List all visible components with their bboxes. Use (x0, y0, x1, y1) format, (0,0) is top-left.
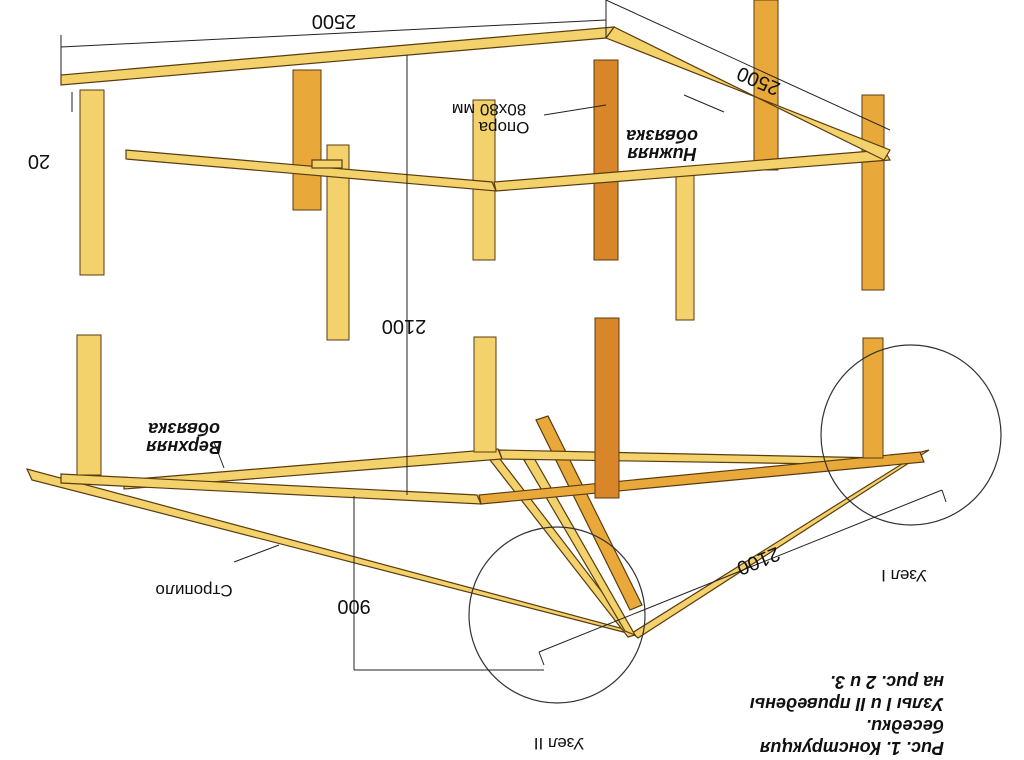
node2-circle (468, 526, 646, 704)
lower-beam-front (60, 26, 616, 86)
post-front-left-lower (862, 337, 884, 459)
upper-beam-front (478, 451, 925, 505)
dim-beam: 20 (28, 150, 50, 172)
label-support-line2: 80x80 мм (452, 100, 526, 119)
leader-lines (213, 94, 725, 563)
dim-rise: 900 (337, 595, 370, 617)
post-mid-left-upper (753, 0, 779, 171)
dim-height: 2100 (382, 315, 427, 337)
label-node2: Узел II (534, 734, 584, 753)
dim-ext-rafter-1 (941, 489, 947, 503)
label-node1: Узел I (881, 566, 927, 585)
dim-rafter-len: 2100 (733, 542, 783, 579)
lower-beam-inner-bar (311, 159, 343, 169)
dim-line-width (60, 19, 607, 48)
dim-line-rafter (538, 489, 943, 653)
leader-rafter (233, 544, 280, 563)
posts-upper (79, 0, 885, 341)
rafter-diagonal (523, 457, 637, 637)
post-right-mid-upper (326, 144, 350, 341)
label-upper-line2: обвязка (148, 419, 220, 439)
caption-line3: Узлы I и II приведены (749, 694, 944, 714)
post-front-right-upper (79, 89, 105, 276)
posts-lower (76, 317, 884, 499)
post-back-lower (473, 336, 497, 453)
label-upper-line1: Верхняя (146, 437, 222, 457)
leader-lower (683, 94, 725, 113)
lower-ring-beam (60, 26, 892, 192)
upper-beam-right (60, 473, 482, 505)
node1-circle (820, 344, 1002, 526)
post-right-upper (292, 69, 322, 211)
post-middle-lower (594, 317, 620, 499)
dim-width-top: 2500 (312, 10, 357, 32)
caption-line2: беседки. (866, 716, 944, 736)
label-rafter: Стропило (155, 581, 232, 600)
upright-drawing: 2500 2500 2100 20 2100 900 Опора 80x80 м… (25, 0, 1002, 758)
post-middle-upper (593, 59, 619, 261)
rafter-orange-diagonal (535, 415, 643, 611)
label-lower-line2: обвязка (626, 126, 698, 146)
leader-upper (213, 441, 225, 469)
dim-ext-rafter-2 (538, 651, 545, 666)
leader-support (543, 104, 607, 116)
label-lower-line1: Нижняя (627, 144, 697, 164)
post-front-left-upper (861, 94, 885, 291)
figure-caption: Рис. 1. Конструкция беседки. Узлы I и II… (749, 672, 944, 758)
dim-line-depth (605, 0, 891, 131)
post-front-right-lower (76, 334, 102, 476)
post-back-left-upper (675, 169, 695, 321)
lower-beam-right (125, 149, 497, 192)
caption-line4: на рис. 2 и 3. (830, 672, 944, 692)
label-support-line1: Опора (478, 118, 529, 137)
caption-line1: Рис. 1. Конструкция (759, 738, 944, 758)
dimension-lines (60, 0, 947, 671)
